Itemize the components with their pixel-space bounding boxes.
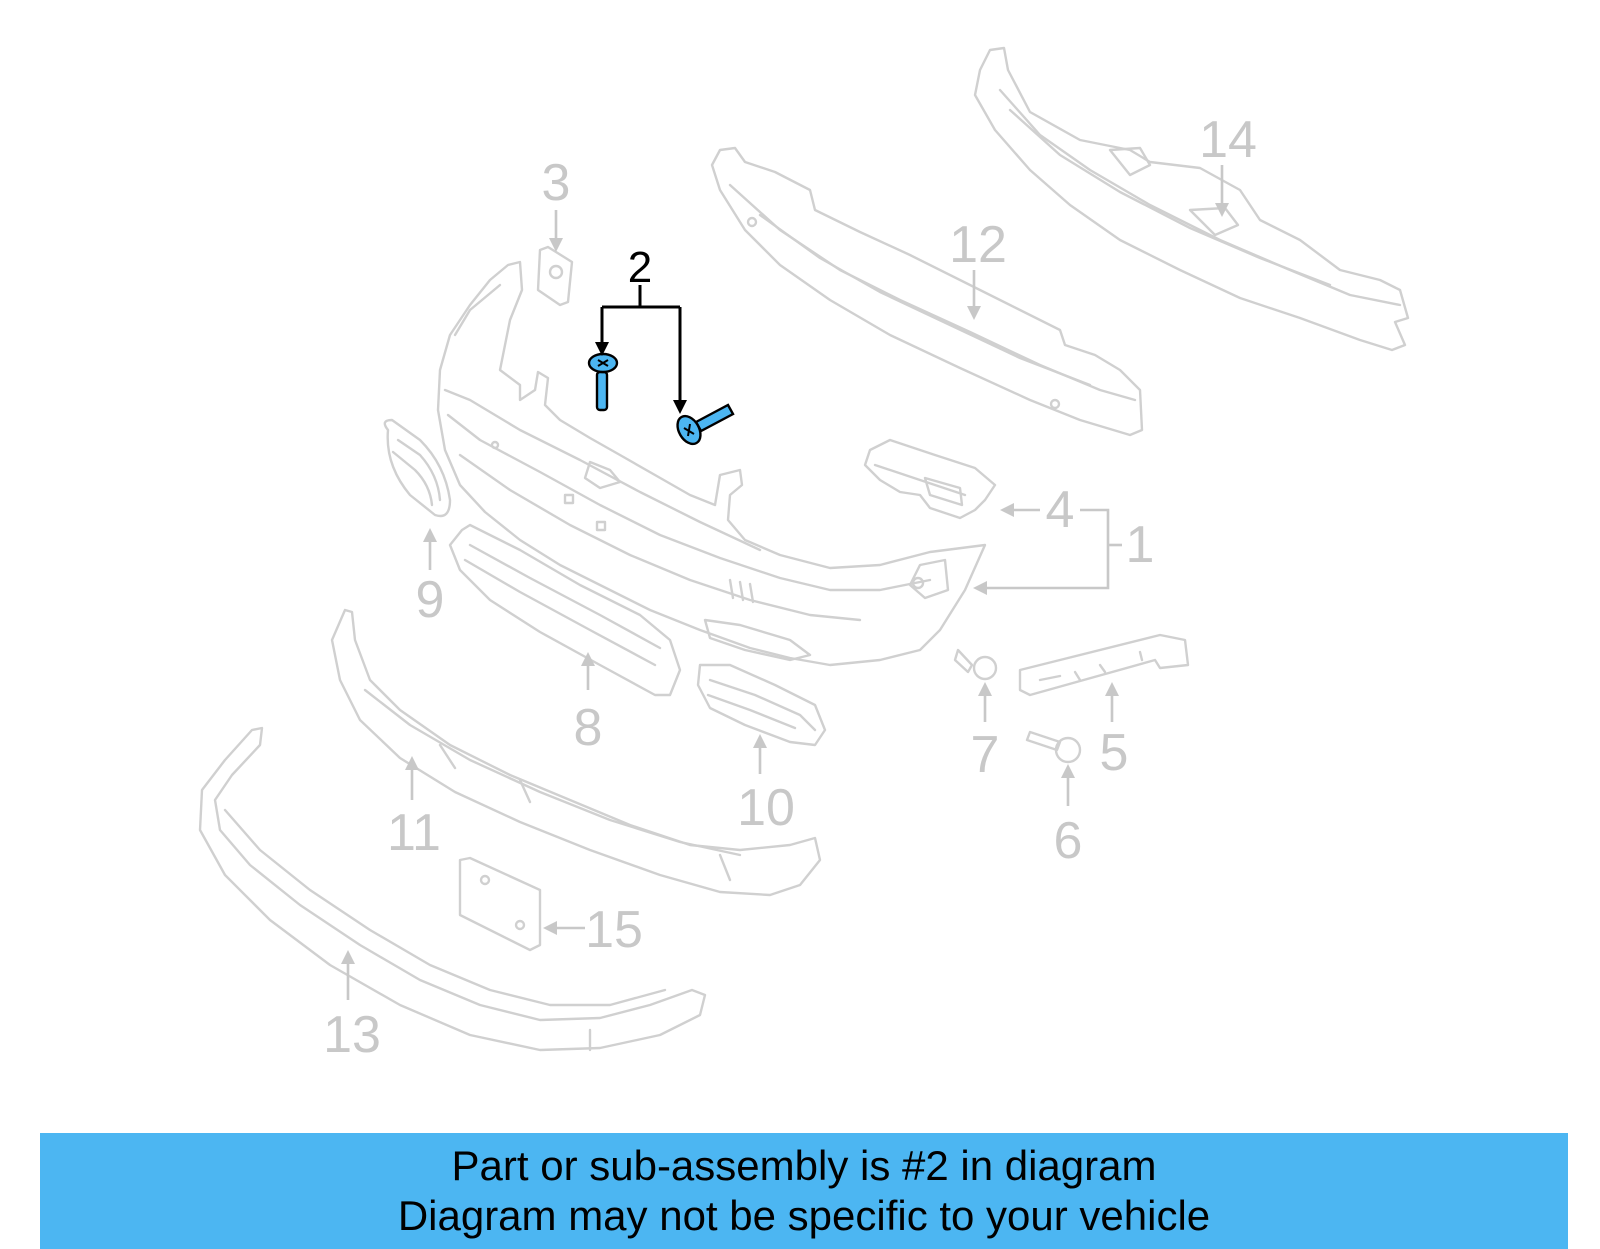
callout-5: 5	[1100, 724, 1129, 782]
part-13-spoiler	[198, 726, 707, 1052]
part-2-bolt-a	[587, 352, 619, 412]
part-5-side-bracket	[1018, 633, 1190, 697]
callout-3: 3	[542, 154, 571, 212]
part-7-clip	[953, 648, 998, 681]
callout-10: 10	[737, 779, 795, 837]
leaders	[341, 165, 1229, 1000]
callout-12: 12	[949, 216, 1007, 274]
part-2-bolt-b	[676, 403, 735, 446]
part-9-trim	[383, 418, 452, 518]
callout-4: 4	[1046, 481, 1075, 539]
part-15-license-bracket	[458, 856, 542, 952]
callout-13: 13	[323, 1006, 381, 1064]
banner-line-2: Diagram may not be specific to your vehi…	[397, 1192, 1211, 1239]
callout-labels: 2 3 14 12 4 1 9 8 10 11 13 15 7 5 6	[323, 111, 1257, 1064]
callout-8: 8	[574, 699, 603, 757]
callout-9: 9	[416, 571, 445, 629]
callout-1: 1	[1126, 516, 1155, 574]
callout-6: 6	[1054, 812, 1083, 870]
part-6-screw	[1025, 730, 1082, 764]
part-3-bracket	[536, 245, 574, 307]
part-1-bumper-cover	[436, 260, 987, 667]
part-8-grille	[448, 523, 682, 697]
part-12-reinforcement	[710, 146, 1144, 437]
part-10-trim	[696, 663, 827, 747]
info-banner: Part or sub-assembly is #2 in diagram Di…	[40, 1133, 1568, 1249]
callout-15: 15	[585, 901, 643, 959]
callout-14: 14	[1199, 111, 1257, 169]
callout-7: 7	[971, 726, 1000, 784]
part-14-absorber	[973, 46, 1410, 352]
part-4-bracket	[863, 438, 997, 520]
callout-11: 11	[387, 804, 441, 862]
callout-2: 2	[628, 243, 652, 292]
banner-line-1: Part or sub-assembly is #2 in diagram	[451, 1142, 1157, 1189]
